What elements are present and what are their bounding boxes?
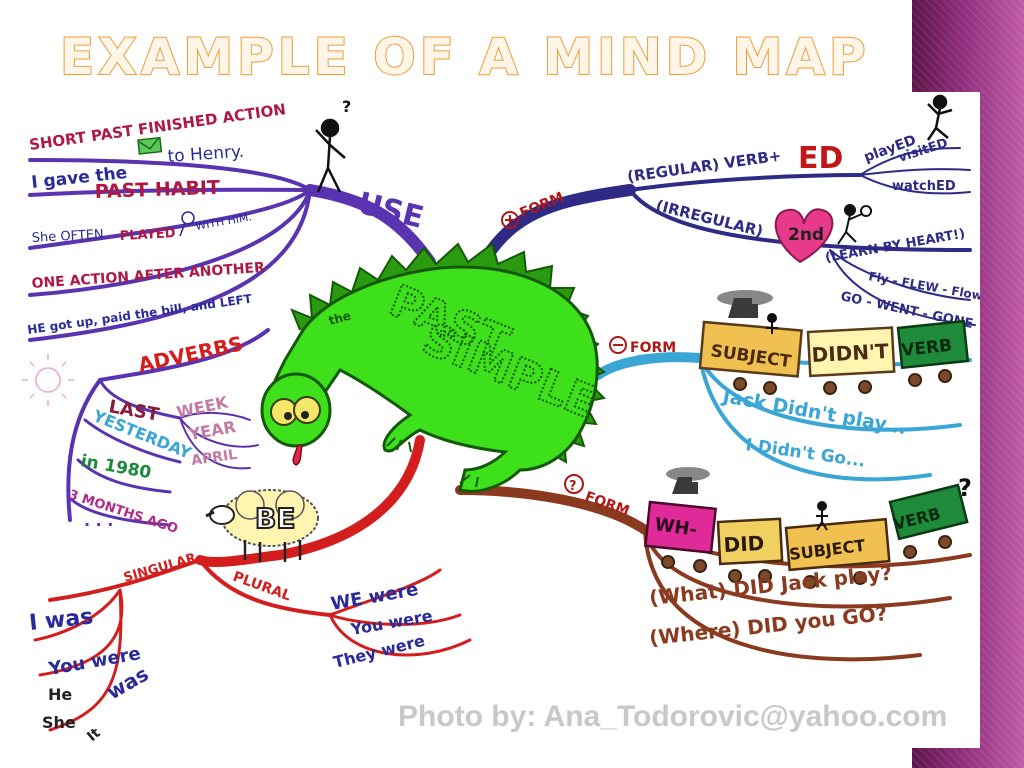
negative-branch bbox=[593, 352, 705, 380]
use-sub-2 bbox=[28, 187, 312, 197]
figure-question-mark: ? bbox=[342, 97, 351, 116]
wagon-wh bbox=[644, 500, 718, 555]
adverbs-1980-line bbox=[76, 458, 172, 494]
slide-title: EXAMPLE OF A MIND MAP bbox=[59, 27, 870, 87]
question-train-mark: ? bbox=[958, 474, 972, 502]
envelope-flap bbox=[138, 137, 160, 150]
question-form-section: ? FORM WH- DID SUBJECT VERB ? (What) DID… bbox=[564, 467, 972, 650]
adverbs-months-line bbox=[70, 498, 172, 527]
irregular-line bbox=[628, 188, 972, 252]
wagon-verb-q bbox=[888, 483, 969, 541]
question-train bbox=[644, 467, 969, 589]
question-line-2 bbox=[643, 528, 952, 609]
use-sub-5 bbox=[28, 188, 312, 342]
adverbs-april: APRIL bbox=[190, 447, 238, 469]
use-item-one-action: ONE ACTION AFTER ANOTHER bbox=[31, 260, 265, 292]
tennis-figure bbox=[837, 204, 873, 245]
thinking-figure bbox=[315, 118, 346, 193]
question-icon bbox=[564, 474, 584, 494]
plural-label: PLURAL bbox=[231, 569, 293, 605]
singular-he: He bbox=[48, 685, 72, 704]
mind-map: the PAST SIMPLE ? USE SHORT PAST FINISHE… bbox=[22, 94, 980, 745]
plus-icon bbox=[501, 211, 519, 229]
example-watched: watchED bbox=[892, 179, 956, 194]
negative-line-3 bbox=[698, 356, 932, 482]
use-item-he-got-up: HE got up, paid the bill, and LEFT bbox=[26, 291, 253, 336]
use-item-with-him: WITH HIM. bbox=[194, 210, 253, 233]
question-example-2: (Where) DID you GO? bbox=[648, 601, 888, 650]
use-item-past-habit: PAST HABIT bbox=[94, 177, 220, 203]
question-wagon-did: DID bbox=[723, 531, 765, 557]
dragon-eye-right bbox=[293, 396, 321, 424]
wagon-didnt bbox=[806, 326, 896, 378]
dragon-claw-left bbox=[386, 437, 412, 453]
adverbs-year: YEAR bbox=[186, 417, 237, 444]
plural-line bbox=[198, 558, 332, 617]
positive-form-label: FORM bbox=[518, 190, 567, 222]
dragon-illustration: the PAST SIMPLE bbox=[260, 242, 607, 493]
last-sub-line bbox=[179, 411, 259, 470]
use-branch bbox=[304, 184, 436, 268]
adverbs-yesterday-line bbox=[83, 418, 182, 464]
adverbs-week: WEEK bbox=[175, 392, 230, 422]
regular-ed-suffix: ED bbox=[798, 141, 843, 176]
dragon-claw-right bbox=[459, 474, 479, 488]
heart-icon bbox=[774, 208, 834, 264]
singular-i-was: I was bbox=[28, 604, 94, 636]
negative-line-2 bbox=[698, 356, 962, 432]
singular-sub bbox=[33, 588, 124, 732]
regular-line bbox=[628, 173, 862, 192]
use-sub-4 bbox=[28, 188, 312, 297]
regular-examples bbox=[859, 147, 971, 195]
negative-example-2: I Didn't Go... bbox=[744, 435, 866, 472]
sun-doodle bbox=[22, 354, 74, 406]
center-label-small: the bbox=[327, 309, 352, 328]
adverbs-label: ADVERBS bbox=[136, 331, 245, 377]
use-sub-1 bbox=[28, 158, 312, 192]
be-label: BE bbox=[255, 502, 295, 535]
tennis-racket-icon bbox=[181, 211, 195, 225]
wagon-subject bbox=[698, 320, 803, 378]
singular-line bbox=[48, 558, 202, 602]
tennis-racket-handle bbox=[179, 222, 186, 237]
wagon-verb bbox=[896, 319, 970, 370]
use-sub-3 bbox=[28, 188, 312, 250]
dragon-pupil-right bbox=[301, 411, 309, 419]
adverbs-1980: in 1980 bbox=[79, 451, 153, 483]
dragon-eye-left bbox=[270, 398, 298, 426]
adverbs-ellipsis: . . . bbox=[84, 511, 113, 530]
singular-it: It bbox=[84, 725, 104, 745]
singular-label: SINGULAR bbox=[122, 551, 198, 586]
wagon-subject-q bbox=[784, 517, 891, 572]
negative-train bbox=[698, 290, 970, 395]
wagon-did bbox=[716, 517, 784, 566]
dragon-pupil-left bbox=[284, 412, 292, 420]
adverbs-last-line bbox=[98, 378, 182, 420]
use-item-she-often: She OFTEN bbox=[31, 227, 104, 246]
question-line-3 bbox=[643, 528, 922, 662]
positive-branch bbox=[484, 184, 636, 258]
minus-icon bbox=[609, 336, 627, 354]
negative-example-1: Jack Didn't play... bbox=[719, 385, 908, 439]
sheep-illustration bbox=[205, 489, 319, 562]
singular-she: She bbox=[42, 713, 76, 732]
negative-wagon-didnt: DIDN'T bbox=[811, 339, 890, 367]
branch-lines bbox=[28, 147, 976, 732]
dragon-tongue bbox=[292, 444, 303, 466]
be-branch bbox=[195, 435, 425, 568]
photo-credit: Photo by: Ana_Todorovic@yahoo.com bbox=[398, 700, 948, 733]
heart-label: 2nd bbox=[788, 225, 824, 245]
dancing-figure bbox=[926, 94, 953, 141]
use-label: USE bbox=[354, 186, 427, 236]
use-item-to-henry: to Henry. bbox=[167, 142, 245, 167]
negative-form-label: FORM bbox=[630, 340, 676, 356]
adverbs-section: ADVERBS LAST WEEK YEAR APRIL YESTERDAY i… bbox=[22, 331, 245, 537]
plus-icon-cross bbox=[505, 215, 515, 225]
use-item-played: PLAYED bbox=[119, 226, 176, 244]
question-icon-mark: ? bbox=[569, 479, 577, 494]
plural-sub bbox=[328, 568, 472, 657]
